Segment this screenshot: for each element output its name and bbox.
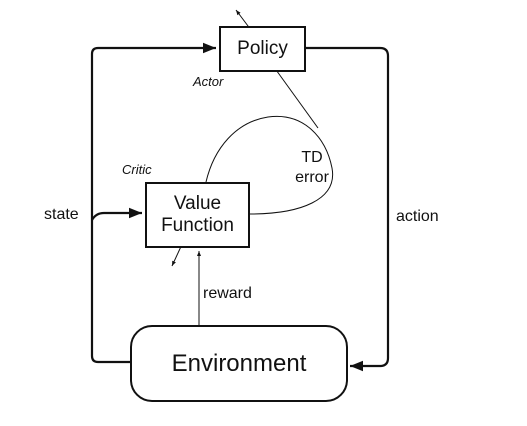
td-error-label-line2: error <box>295 169 329 186</box>
value-function-label-line1: Value <box>173 193 222 214</box>
reward-edge-label: reward <box>203 285 252 302</box>
policy-label: Policy <box>237 38 288 59</box>
state-edge-main <box>90 42 216 364</box>
value-function-node: Value Function <box>145 182 250 248</box>
actor-annotation: Actor <box>193 74 224 89</box>
action-edge-label: action <box>396 208 439 225</box>
td-error-label: TD error <box>292 148 332 188</box>
environment-label: Environment <box>171 349 307 377</box>
environment-node: Environment <box>130 325 348 402</box>
state-edge-branch <box>91 207 142 221</box>
value-function-label-line2: Function <box>161 215 234 236</box>
action-edge <box>306 46 390 372</box>
td-error-label-line1: TD <box>301 149 323 166</box>
critic-annotation: Critic <box>122 162 152 177</box>
policy-node: Policy <box>219 26 306 72</box>
td-error-curve <box>205 115 334 215</box>
state-edge-label: state <box>44 206 79 223</box>
